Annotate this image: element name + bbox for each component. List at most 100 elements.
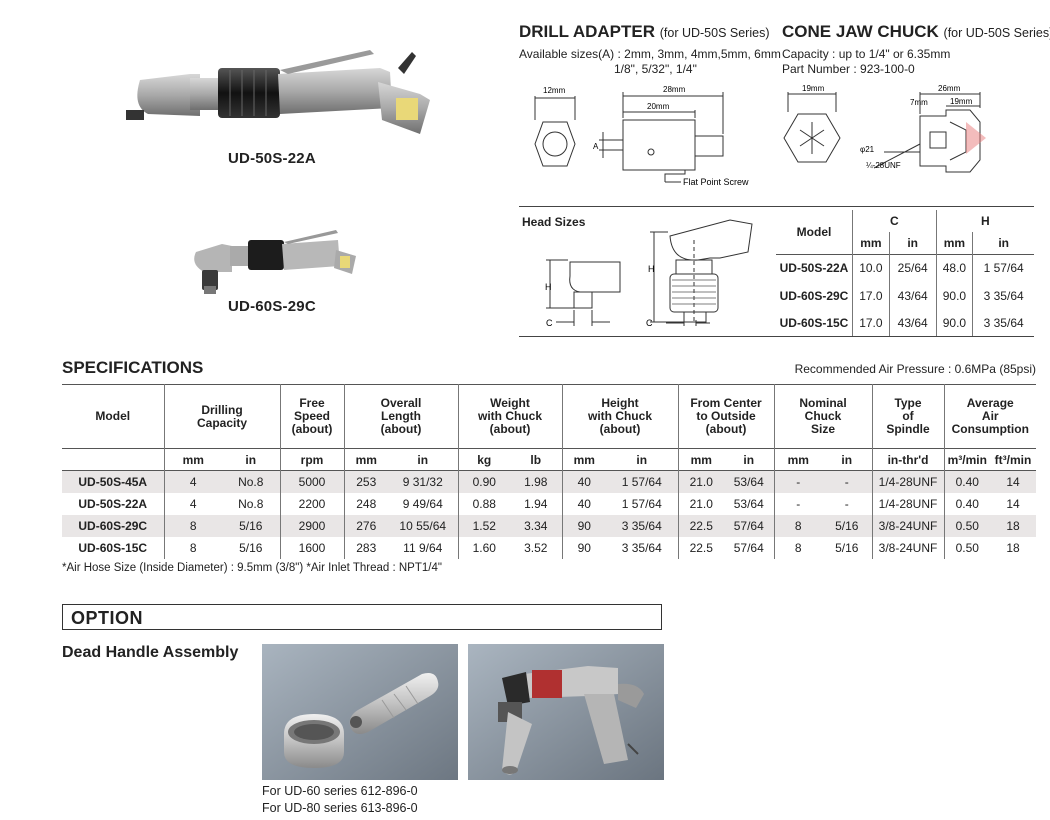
option-part-ud60: For UD-60 series 612-896-0 xyxy=(262,784,418,798)
head-sizes-table: Model C H mm in mm in UD-50S-22A 10.0 25… xyxy=(776,210,1034,336)
spec-cell: 18 xyxy=(1006,540,1020,555)
spec-cell: 53/64 xyxy=(724,470,774,493)
spec-cell: 0.88 xyxy=(457,492,510,515)
spec-cell: 21.0 xyxy=(677,492,724,515)
spec-cell: 1.94 xyxy=(524,496,548,511)
chuck-capacity: Capacity : up to 1/4" or 6.35mm xyxy=(782,47,951,61)
spec-cell: 283 xyxy=(343,536,388,559)
label-c-big: C xyxy=(646,318,653,328)
flat-point-screw-label: Flat Point Screw xyxy=(683,177,749,187)
spec-cell: 1.60 xyxy=(457,536,510,559)
spec-cell: 53/64 xyxy=(733,496,764,511)
spec-cell: 18 xyxy=(990,514,1036,537)
tool-label-1: UD-50S-22A xyxy=(228,150,316,167)
spec-cell: 3.52 xyxy=(524,540,548,555)
unit-in: in xyxy=(888,232,937,254)
spec-cell: 8 xyxy=(163,536,222,559)
spec-cell: 4 xyxy=(163,492,222,515)
head-sizes-diagram: H C H C xyxy=(545,219,753,328)
specifications-title: SPECIFICATIONS xyxy=(62,358,204,377)
spec-cell: 248 xyxy=(343,492,388,515)
spec-cell: 2200 xyxy=(279,492,344,515)
spec-cell: 57/64 xyxy=(724,514,774,537)
dim-20mm: 20mm xyxy=(647,102,670,111)
spec-col-model: Model xyxy=(95,409,131,423)
spec-cell: 3.34 xyxy=(510,514,562,537)
drill-adapter-diagram: 12mm 28mm 20mm A Flat Point Screw xyxy=(534,85,749,187)
unit-in: in xyxy=(972,232,1034,254)
spec-cell: 1600 xyxy=(279,536,344,559)
spec-cell: 9 31/32 xyxy=(388,470,458,493)
right-angle-drill-photo xyxy=(126,50,430,134)
spec-cell: 11 9/64 xyxy=(403,540,443,555)
dim-19mm-b: 19mm xyxy=(950,97,973,106)
spec-cell: No.8 xyxy=(222,470,280,493)
spec-cell: 0.50 xyxy=(943,536,990,559)
head-col-c: C xyxy=(852,210,937,232)
spec-cell: - xyxy=(773,492,822,515)
dim-thread: ¼-28UNF xyxy=(866,161,901,170)
option-title: OPTION xyxy=(71,608,144,628)
spec-cell: 1 57/64 xyxy=(621,496,662,511)
specifications-note: *Air Hose Size (Inside Diameter) : 9.5mm… xyxy=(62,562,442,574)
table-row: UD-60S-29C 17.0 43/64 90.0 3 35/64 xyxy=(776,282,1034,310)
dim-d21: φ21 xyxy=(860,145,875,154)
spec-model-cell: UD-60S-29C xyxy=(62,514,164,537)
head-sizes-title: Head Sizes xyxy=(522,215,586,229)
spec-cell: 1.98 xyxy=(510,470,562,493)
spec-cell: 40 xyxy=(561,492,606,515)
dim-7mm: 7mm xyxy=(910,98,928,107)
spec-cell: 10 55/64 xyxy=(388,514,458,537)
unit-mm: mm xyxy=(852,232,890,254)
spec-cell: - xyxy=(773,470,822,493)
spec-cell: 1.52 xyxy=(457,514,510,537)
head-sizes-top-rule xyxy=(519,206,1034,207)
spec-cell: 2900 xyxy=(279,514,344,537)
spec-model-cell: UD-50S-45A xyxy=(62,470,164,493)
label-h-small: H xyxy=(545,282,552,292)
spec-model-cell: UD-60S-15C xyxy=(78,540,148,555)
label-c-small: C xyxy=(546,318,553,328)
spec-cell: 40 xyxy=(561,470,606,493)
head-sizes-bottom-rule xyxy=(519,336,1034,337)
spec-cell: 8 xyxy=(773,514,822,537)
tool-label-2: UD-60S-29C xyxy=(228,298,316,315)
spec-cell: 90 xyxy=(561,536,606,559)
head-col-model: Model xyxy=(796,224,832,239)
spec-cell: 21.0 xyxy=(677,470,724,493)
spec-cell: 5000 xyxy=(279,470,344,493)
cone-jaw-chuck-title: CONE JAW CHUCK (for UD-50S Series) xyxy=(782,22,1050,41)
spec-cell: - xyxy=(844,496,849,511)
spec-cell: 0.40 xyxy=(943,492,990,515)
drill-adapter-title: DRILL ADAPTER (for UD-50S Series) xyxy=(519,22,770,41)
dim-26mm: 26mm xyxy=(938,84,961,93)
spec-cell: 253 xyxy=(343,470,388,493)
spec-cell: 3/8-24UNF xyxy=(871,536,944,559)
drill-with-dead-handle-photo xyxy=(468,644,664,780)
spec-cell: 8 xyxy=(163,514,222,537)
recommended-air-pressure: Recommended Air Pressure : 0.6MPa (85psi… xyxy=(794,362,1036,376)
drill-adapter-sizes-inch: 1/8", 5/32", 1/4" xyxy=(614,62,697,76)
spec-cell: 90 xyxy=(561,514,606,537)
dim-12mm: 12mm xyxy=(543,86,566,95)
spec-model-cell: UD-50S-22A xyxy=(78,496,148,511)
unit-mm: mm xyxy=(935,232,973,254)
spec-cell: No.8 xyxy=(238,496,264,511)
dead-handle-photo xyxy=(262,644,458,780)
spec-cell: 0.50 xyxy=(943,514,990,537)
spec-cell: 1/4-28UNF xyxy=(871,492,944,515)
spec-cell: 0.90 xyxy=(457,470,510,493)
spec-cell: 0.40 xyxy=(943,470,990,493)
